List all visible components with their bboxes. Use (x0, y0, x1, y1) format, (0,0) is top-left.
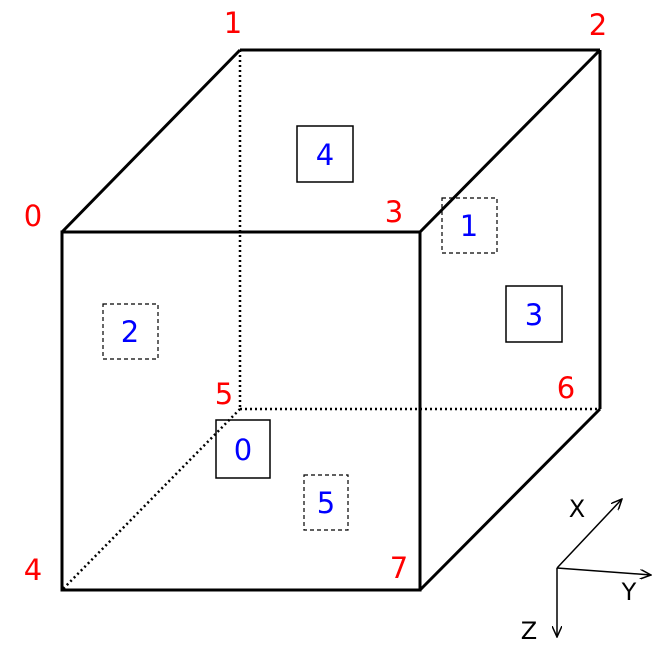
x-axis-arrow (556, 499, 622, 569)
face-box-4 (296, 125, 354, 183)
face-label-1: 1 (460, 209, 478, 243)
vertex-labels: 0 1 2 3 4 5 6 7 (24, 6, 607, 587)
vertex-label-0: 0 (24, 199, 42, 233)
face-labels: 4 1 2 3 0 5 (121, 138, 543, 520)
x-axis-label: X (569, 495, 585, 523)
vertex-label-7: 7 (390, 551, 408, 585)
coordinate-axes (557, 499, 651, 637)
face-label-2: 2 (121, 315, 139, 349)
front-face-outline (60, 230, 422, 592)
face-label-3: 3 (525, 298, 543, 332)
visible-edges (60, 48, 602, 592)
vertex-label-2: 2 (589, 8, 607, 42)
face-label-4: 4 (316, 138, 334, 172)
face-box-5 (303, 474, 349, 531)
face-boxes (102, 125, 563, 531)
edge-0-1 (60, 48, 242, 234)
edge-2-3 (418, 48, 602, 234)
edge-6-7 (418, 407, 602, 592)
face-box-3 (505, 285, 563, 343)
face-box-1 (441, 197, 498, 254)
y-axis-arrow (556, 567, 651, 575)
face-label-5: 5 (317, 486, 335, 520)
y-axis-label: Y (621, 578, 637, 606)
vertex-label-5: 5 (215, 377, 233, 411)
vertex-label-6: 6 (557, 371, 575, 405)
face-label-0: 0 (234, 433, 252, 467)
axis-labels: X Y Z (521, 495, 637, 645)
z-axis-label: Z (521, 617, 537, 645)
face-box-0 (215, 419, 271, 479)
edge-5-4 (61, 408, 241, 591)
vertex-label-4: 4 (24, 553, 42, 587)
vertex-label-1: 1 (224, 6, 242, 40)
face-box-2 (102, 303, 159, 360)
vertex-label-3: 3 (385, 195, 403, 229)
